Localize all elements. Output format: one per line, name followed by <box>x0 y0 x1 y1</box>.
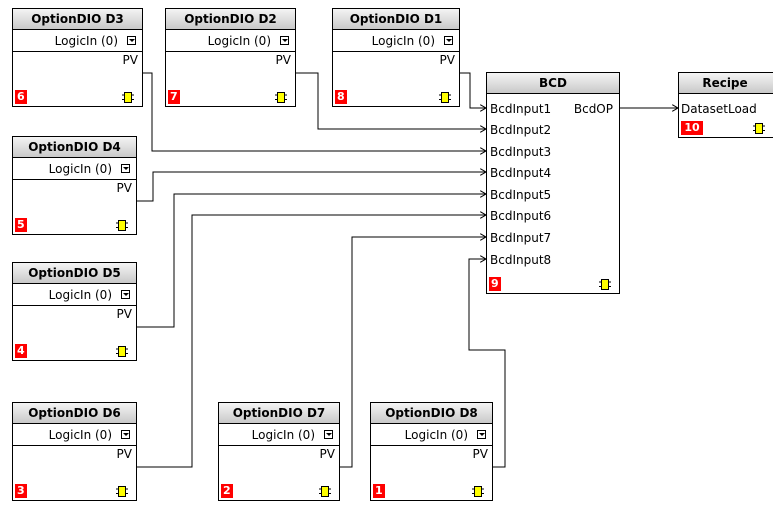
wire-d8-bcdinput8[interactable] <box>468 259 506 468</box>
block-title: OptionDIO D1 <box>333 9 459 30</box>
chip-icon <box>275 92 287 103</box>
output-pv-label[interactable]: PV <box>472 447 488 461</box>
dropdown-arrow-icon[interactable] <box>121 164 130 173</box>
block-bcd[interactable]: BCD BcdInput1 BcdOP BcdInput2 BcdInput3 … <box>486 72 620 294</box>
bcd-input-5[interactable]: BcdInput5 <box>490 188 552 202</box>
chip-icon <box>319 486 331 497</box>
param-row[interactable]: LogicIn (0) <box>219 424 339 446</box>
output-pv-label[interactable]: PV <box>116 181 132 195</box>
bcd-input-2[interactable]: BcdInput2 <box>490 123 552 137</box>
bcd-input-6[interactable]: BcdInput6 <box>490 209 552 223</box>
execution-order-badge: 1 <box>373 484 385 498</box>
output-pv-label[interactable]: PV <box>439 53 455 67</box>
block-optiondio-d5[interactable]: OptionDIO D5 LogicIn (0) PV 4 <box>12 262 137 361</box>
block-optiondio-d3[interactable]: OptionDIO D3 LogicIn (0) PV 6 <box>12 8 143 107</box>
block-recipe[interactable]: Recipe DatasetLoad 10 <box>678 72 773 138</box>
block-optiondio-d6[interactable]: OptionDIO D6 LogicIn (0) PV 3 <box>12 402 137 501</box>
dropdown-arrow-icon[interactable] <box>477 430 486 439</box>
block-title: OptionDIO D2 <box>166 9 295 30</box>
wire-d6-bcdinput6[interactable] <box>137 215 486 468</box>
chip-icon <box>116 220 128 231</box>
param-row[interactable]: LogicIn (0) <box>333 30 459 52</box>
chip-icon <box>116 346 128 357</box>
execution-order-badge: 7 <box>168 90 180 104</box>
recipe-input-datasetload[interactable]: DatasetLoad <box>681 102 757 116</box>
output-pv-label[interactable]: PV <box>116 307 132 321</box>
execution-order-badge: 5 <box>15 218 27 232</box>
param-row[interactable]: LogicIn (0) <box>166 30 295 52</box>
param-row[interactable]: LogicIn (0) <box>13 158 136 180</box>
wire-d3-bcdinput3[interactable] <box>143 72 486 151</box>
execution-order-badge: 3 <box>15 484 27 498</box>
param-row[interactable]: LogicIn (0) <box>13 30 142 52</box>
block-optiondio-d4[interactable]: OptionDIO D4 LogicIn (0) PV 5 <box>12 136 137 235</box>
execution-order-badge: 4 <box>15 344 27 358</box>
execution-order-badge: 8 <box>335 90 347 104</box>
param-label: LogicIn (0) <box>48 161 112 176</box>
block-title: OptionDIO D3 <box>13 9 142 30</box>
chip-icon <box>472 486 484 497</box>
block-optiondio-d7[interactable]: OptionDIO D7 LogicIn (0) PV 2 <box>218 402 340 501</box>
block-optiondio-d1[interactable]: OptionDIO D1 LogicIn (0) PV 8 <box>332 8 460 107</box>
chip-icon <box>116 486 128 497</box>
output-pv-label[interactable]: PV <box>116 447 132 461</box>
param-label: LogicIn (0) <box>251 427 315 442</box>
block-title: BCD <box>487 73 619 94</box>
dropdown-arrow-icon[interactable] <box>280 36 289 45</box>
execution-order-badge: 9 <box>489 277 501 291</box>
bcd-output-bcdop[interactable]: BcdOP <box>573 102 613 116</box>
param-label: LogicIn (0) <box>207 33 271 48</box>
param-label: LogicIn (0) <box>371 33 435 48</box>
chip-icon <box>439 92 451 103</box>
block-optiondio-d2[interactable]: OptionDIO D2 LogicIn (0) PV 7 <box>165 8 296 107</box>
block-title: OptionDIO D8 <box>371 403 492 424</box>
chip-icon <box>122 92 134 103</box>
wire-d7-bcdinput7[interactable] <box>340 237 486 468</box>
output-pv-label[interactable]: PV <box>122 53 138 67</box>
execution-order-badge: 6 <box>15 90 27 104</box>
block-title: OptionDIO D5 <box>13 263 136 284</box>
param-row[interactable]: LogicIn (0) <box>13 284 136 306</box>
bcd-input-7[interactable]: BcdInput7 <box>490 231 552 245</box>
param-row[interactable]: LogicIn (0) <box>371 424 492 446</box>
dropdown-arrow-icon[interactable] <box>121 290 130 299</box>
block-title: Recipe <box>679 73 773 94</box>
chip-icon <box>753 123 765 134</box>
execution-order-badge: 2 <box>221 484 233 498</box>
block-title: OptionDIO D7 <box>219 403 339 424</box>
output-pv-label[interactable]: PV <box>275 53 291 67</box>
bcd-input-3[interactable]: BcdInput3 <box>490 145 552 159</box>
output-pv-label[interactable]: PV <box>319 447 335 461</box>
dropdown-arrow-icon[interactable] <box>127 36 136 45</box>
execution-order-badge: 10 <box>681 121 703 135</box>
bcd-input-1[interactable]: BcdInput1 <box>490 102 552 116</box>
param-label: LogicIn (0) <box>404 427 468 442</box>
block-title: OptionDIO D4 <box>13 137 136 158</box>
param-label: LogicIn (0) <box>48 287 112 302</box>
dropdown-arrow-icon[interactable] <box>444 36 453 45</box>
block-optiondio-d8[interactable]: OptionDIO D8 LogicIn (0) PV 1 <box>370 402 493 501</box>
wire-d5-bcdinput5[interactable] <box>137 194 486 328</box>
dropdown-arrow-icon[interactable] <box>324 430 333 439</box>
block-title: OptionDIO D6 <box>13 403 136 424</box>
chip-icon <box>599 279 611 290</box>
param-label: LogicIn (0) <box>48 427 112 442</box>
wire-d1-bcdinput1[interactable] <box>460 72 486 108</box>
wire-d2-bcdinput2[interactable] <box>296 72 486 129</box>
param-label: LogicIn (0) <box>54 33 118 48</box>
wire-d4-bcdinput4[interactable] <box>137 172 486 202</box>
bcd-input-8[interactable]: BcdInput8 <box>490 253 552 267</box>
bcd-input-4[interactable]: BcdInput4 <box>490 166 552 180</box>
param-row[interactable]: LogicIn (0) <box>13 424 136 446</box>
dropdown-arrow-icon[interactable] <box>121 430 130 439</box>
